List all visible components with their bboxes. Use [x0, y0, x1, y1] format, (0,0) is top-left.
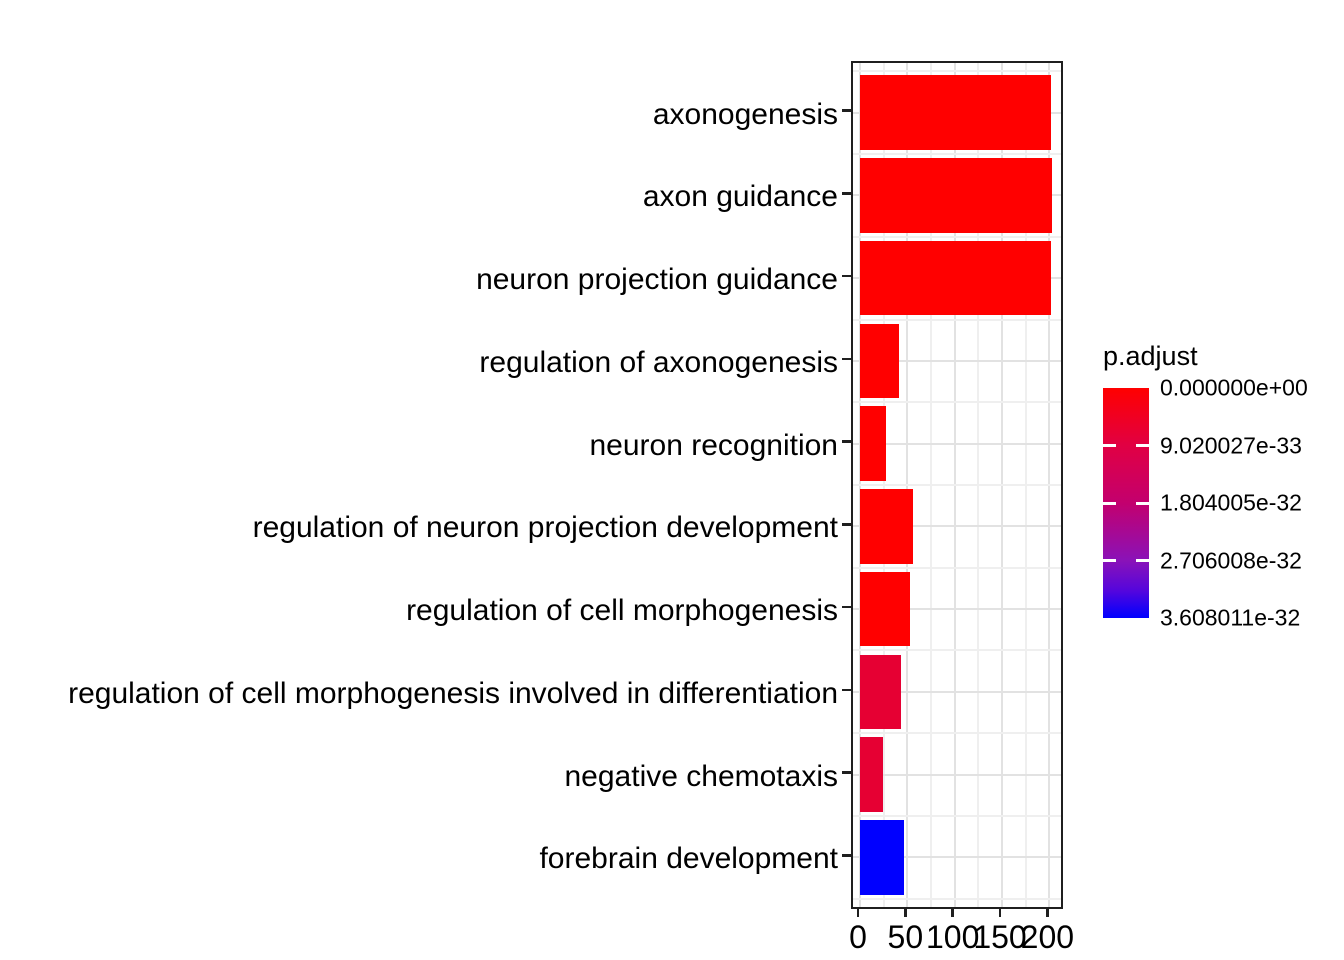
- x-tick-mark: [856, 907, 860, 917]
- colorbar-tick-mark: [1136, 444, 1149, 447]
- gridline-horizontal-major: [853, 442, 1061, 445]
- bar: [860, 820, 904, 895]
- gridline-horizontal-major: [853, 359, 1061, 362]
- gridline-horizontal-minor: [853, 732, 1061, 735]
- bar: [860, 323, 899, 399]
- x-axis-label: 100: [925, 919, 980, 955]
- gridline-horizontal-major: [853, 773, 1061, 776]
- y-axis-label: neuron recognition: [589, 428, 838, 462]
- y-tick-mark: [842, 605, 851, 609]
- y-tick-mark: [842, 688, 851, 692]
- x-axis-label: 0: [849, 919, 867, 955]
- x-tick-mark: [951, 907, 954, 917]
- gridline-horizontal-minor: [853, 401, 1061, 404]
- gridline-horizontal-minor: [853, 814, 1061, 817]
- plot-panel: [851, 61, 1063, 909]
- x-tick-mark: [1046, 907, 1049, 917]
- gridline-horizontal-minor: [853, 70, 1061, 73]
- gridline-horizontal-major: [853, 608, 1061, 611]
- y-tick-mark: [842, 523, 851, 526]
- colorbar-gradient: [1103, 388, 1149, 618]
- gridline-horizontal-minor: [853, 318, 1061, 321]
- gridline-horizontal-minor: [853, 153, 1061, 156]
- x-tick-mark: [904, 907, 907, 917]
- gridline-horizontal-minor: [853, 235, 1061, 238]
- y-tick-mark: [842, 357, 851, 361]
- gridline-horizontal-minor: [853, 649, 1061, 652]
- x-axis-label: 150: [973, 919, 1027, 955]
- y-axis-label: neuron projection guidance: [476, 263, 838, 297]
- bar: [860, 489, 914, 564]
- legend-tick-label: 2.706008e-32: [1160, 547, 1302, 573]
- bar: [860, 737, 883, 812]
- bar: [860, 75, 1052, 150]
- gridline-horizontal-minor: [853, 484, 1061, 486]
- gridline-horizontal-major: [853, 690, 1061, 693]
- bar: [860, 158, 1053, 233]
- y-axis-label: regulation of cell morphogenesis involve…: [68, 676, 838, 710]
- y-axis-label: regulation of axonogenesis: [479, 345, 838, 379]
- colorbar-tick-mark: [1103, 559, 1116, 562]
- y-axis-label: forebrain development: [539, 842, 838, 876]
- x-axis-label: 50: [887, 919, 924, 955]
- colorbar-tick-mark: [1103, 501, 1116, 505]
- colorbar-tick-mark: [1136, 501, 1149, 505]
- legend-tick-label: 9.020027e-33: [1160, 432, 1302, 458]
- colorbar-tick-mark: [1103, 444, 1116, 447]
- bar: [860, 406, 886, 481]
- y-axis-label: axonogenesis: [652, 97, 838, 131]
- x-axis-label: 200: [1020, 919, 1075, 955]
- y-tick-mark: [842, 274, 851, 278]
- y-axis-label: regulation of cell morphogenesis: [406, 594, 838, 628]
- legend-title: p.adjust: [1103, 341, 1198, 371]
- bar: [860, 240, 1052, 316]
- gridline-horizontal-major: [853, 856, 1061, 859]
- y-axis-label: regulation of neuron projection developm…: [252, 511, 838, 545]
- bar: [860, 654, 901, 730]
- gridline-horizontal-major: [853, 525, 1061, 528]
- y-tick-mark: [842, 771, 851, 774]
- legend-tick-label: 3.608011e-32: [1160, 604, 1301, 631]
- gridline-horizontal-minor: [853, 566, 1061, 569]
- gridline-horizontal-minor: [853, 897, 1061, 900]
- y-axis-label: axon guidance: [642, 180, 838, 214]
- y-tick-mark: [842, 192, 851, 195]
- legend-tick-label: 1.804005e-32: [1160, 489, 1302, 516]
- y-tick-mark: [842, 854, 851, 857]
- legend-tick-label: 0.000000e+00: [1160, 374, 1308, 401]
- y-tick-mark: [842, 109, 851, 112]
- colorbar-tick-mark: [1136, 559, 1149, 562]
- y-tick-mark: [842, 440, 851, 443]
- bar: [860, 571, 911, 647]
- y-axis-label: negative chemotaxis: [564, 759, 839, 793]
- x-tick-mark: [998, 907, 1002, 917]
